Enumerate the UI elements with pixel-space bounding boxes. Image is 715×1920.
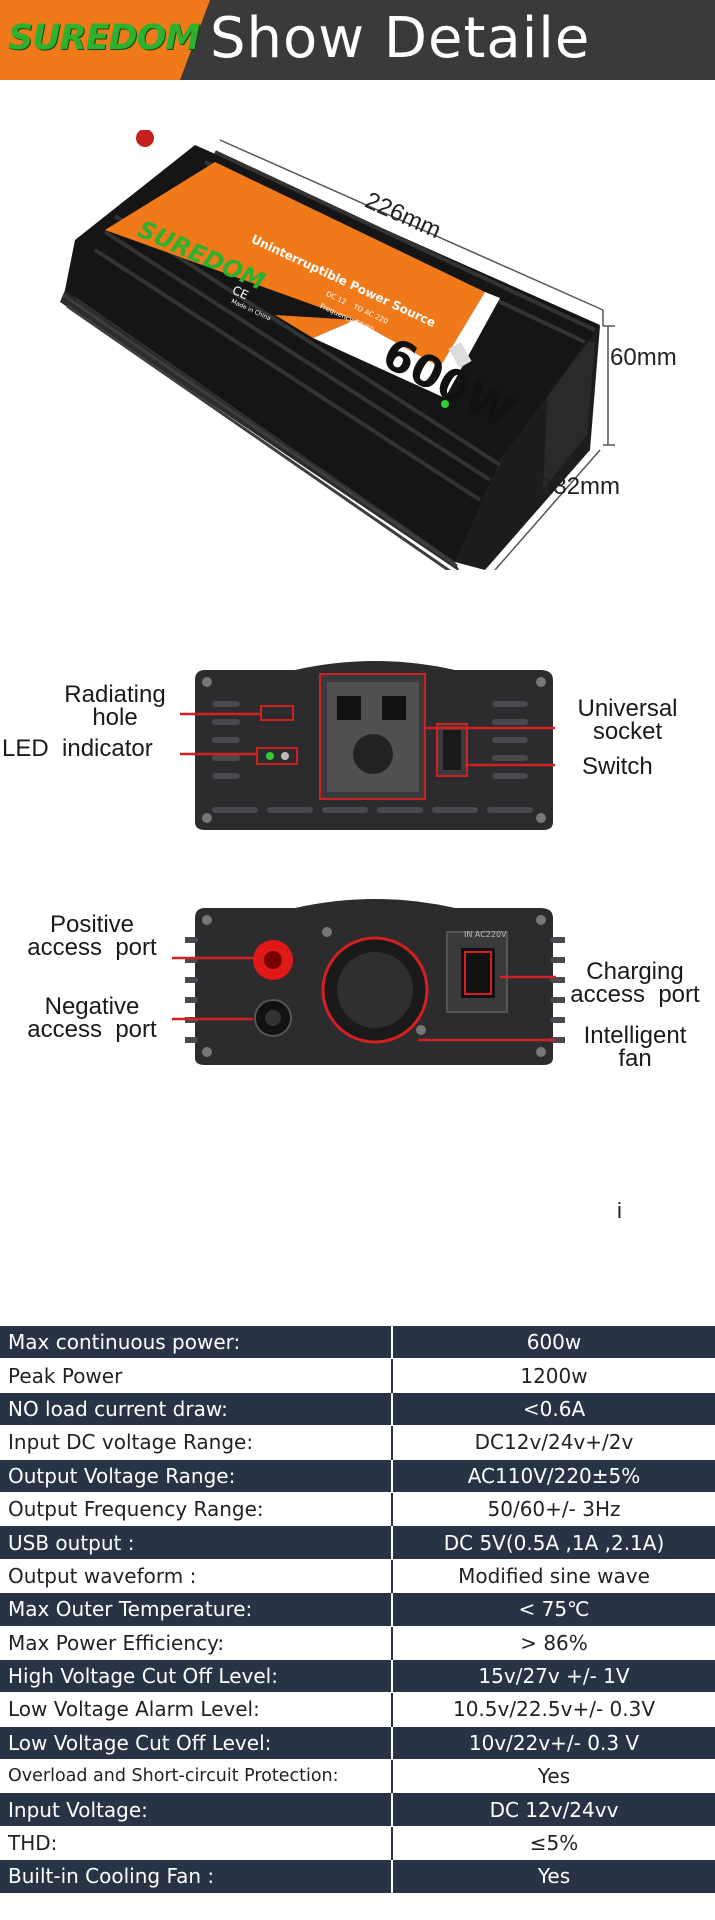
- spec-value: Yes: [391, 1759, 715, 1794]
- spec-row: Max Power Efficiency:> 86%: [0, 1626, 715, 1660]
- spec-row: Overload and Short-circuit Protection:Ye…: [0, 1759, 715, 1794]
- spec-value: DC12v/24v+/2v: [391, 1425, 715, 1460]
- spec-label: Output Frequency Range:: [0, 1492, 392, 1527]
- spec-row: Max Outer Temperature:< 75℃: [0, 1592, 715, 1627]
- spec-value: > 86%: [391, 1626, 715, 1660]
- spec-row: USB output :DC 5V(0.5A ,1A ,2.1A): [0, 1525, 715, 1560]
- label-switch: Switch: [582, 753, 653, 780]
- spec-value: 1200w: [391, 1358, 715, 1393]
- spec-label: USB output :: [0, 1525, 392, 1560]
- spec-row: Input Voltage:DC 12v/24vv: [0, 1792, 715, 1827]
- spec-label: Peak Power: [0, 1358, 392, 1393]
- logo-banner: [0, 0, 210, 80]
- spec-row: High Voltage Cut Off Level:15v/27v +/- 1…: [0, 1659, 715, 1694]
- spec-value: <0.6A: [391, 1392, 715, 1427]
- spec-label: Max continuous power:: [0, 1326, 392, 1360]
- spec-label: Low Voltage Alarm Level:: [0, 1692, 392, 1727]
- spec-label: Built-in Cooling Fan :: [0, 1859, 392, 1894]
- page-title: Show Detaile: [210, 6, 591, 71]
- spec-label: Max Power Efficiency:: [0, 1626, 392, 1660]
- spec-value: Yes: [391, 1859, 715, 1894]
- spec-label: High Voltage Cut Off Level:: [0, 1659, 392, 1694]
- spec-label: Low Voltage Cut Off Level:: [0, 1726, 392, 1761]
- spec-label: Output Voltage Range:: [0, 1459, 392, 1493]
- spec-label: Max Outer Temperature:: [0, 1592, 392, 1627]
- spec-value: 600w: [391, 1326, 715, 1360]
- spec-label: Overload and Short-circuit Protection:: [0, 1759, 392, 1794]
- ac-socket-text: IN AC220V: [464, 930, 507, 939]
- label-led-indicator: LED indicator: [2, 735, 153, 762]
- spec-label: NO load current draw:: [0, 1392, 392, 1427]
- spec-value: ≤5%: [391, 1826, 715, 1861]
- spec-row: THD:≤5%: [0, 1826, 715, 1861]
- spec-value: 50/60+/- 3Hz: [391, 1492, 715, 1527]
- spec-value: 15v/27v +/- 1V: [391, 1659, 715, 1694]
- brand-logo: SUREDOM: [8, 18, 200, 58]
- spec-label: THD:: [0, 1826, 392, 1861]
- spec-value: Modified sine wave: [391, 1559, 715, 1594]
- spec-row: Output waveform :Modified sine wave: [0, 1559, 715, 1594]
- spec-row: Output Frequency Range:50/60+/- 3Hz: [0, 1492, 715, 1527]
- spec-label: Input DC voltage Range:: [0, 1425, 392, 1460]
- spec-row: Max continuous power:600w: [0, 1326, 715, 1360]
- spec-label: Output waveform :: [0, 1559, 392, 1594]
- dimension-width: 132mm: [540, 473, 621, 500]
- spec-label: Input Voltage:: [0, 1792, 392, 1827]
- spec-row: Built-in Cooling Fan :Yes: [0, 1859, 715, 1894]
- back-panel-image: [185, 899, 565, 1065]
- spec-value: DC 12v/24vv: [391, 1792, 715, 1827]
- spec-row: Low Voltage Cut Off Level:10v/22v+/- 0.3…: [0, 1726, 715, 1761]
- spec-value: 10.5v/22.5v+/- 0.3V: [391, 1692, 715, 1727]
- stray-character: i: [617, 1198, 622, 1223]
- front-callout-lines: [180, 712, 555, 767]
- back-callout-lines: [172, 956, 556, 1042]
- spec-value: AC110V/220±5%: [391, 1459, 715, 1493]
- spec-value: DC 5V(0.5A ,1A ,2.1A): [391, 1525, 715, 1560]
- product-image: [60, 130, 615, 570]
- spec-row: Input DC voltage Range:DC12v/24v+/2v: [0, 1425, 715, 1460]
- spec-row: Output Voltage Range:AC110V/220±5%: [0, 1459, 715, 1493]
- front-panel-image: [195, 661, 553, 830]
- spec-value: 10v/22v+/- 0.3 V: [391, 1726, 715, 1761]
- spec-row: Low Voltage Alarm Level:10.5v/22.5v+/- 0…: [0, 1692, 715, 1727]
- spec-value: < 75℃: [391, 1592, 715, 1627]
- dimension-height: 60mm: [610, 344, 677, 371]
- spec-row: NO load current draw:<0.6A: [0, 1392, 715, 1427]
